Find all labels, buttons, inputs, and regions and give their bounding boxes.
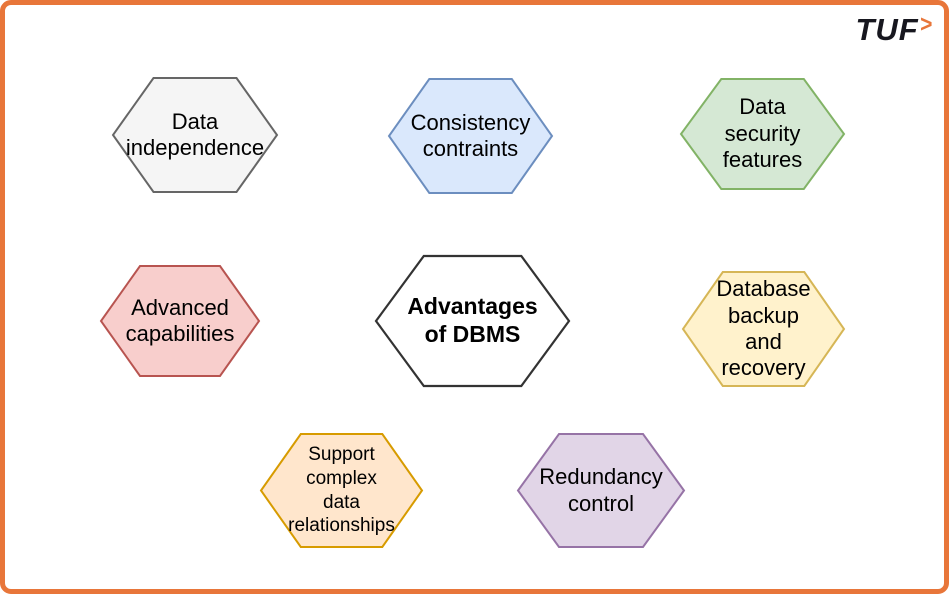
tuf-logo-text: TUF [855,12,919,47]
hexagon-shape [516,433,686,548]
hexagon-label: Data security features [722,94,803,173]
hexagon-label: Database backup and recovery [716,276,811,381]
hexagon-advanced-capabilities: Advanced capabilities [99,265,261,377]
hexagon-redundancy-control: Redundancy control [516,433,686,548]
hexagon-shape [111,77,279,193]
hexagon-consistency-constraints: Consistency contraints [387,78,554,194]
hexagon-support-complex-data-relationships: Support complex data relationships [259,433,424,548]
hexagon-shape [681,271,846,387]
hexagon-shape [387,78,554,194]
hexagon-database-backup-and-recovery: Database backup and recovery [681,271,846,387]
hexagon-shape [679,78,846,190]
hexagon-data-security-features: Data security features [679,78,846,190]
hexagon-label: Consistency contraints [410,109,531,161]
hexagon-shape [374,254,571,388]
hexagon-advantages-of-dbms: Advantages of DBMS [374,254,571,388]
hexagon-label: Advanced capabilities [125,294,235,346]
hexagon-shape [99,265,261,377]
hexagon-data-independence: Data independence [111,77,279,193]
hexagon-label-center-topic: Advantages of DBMS [407,293,538,347]
hexagon-label: Redundancy control [539,464,663,516]
tuf-logo: TUF > [855,11,932,47]
tuf-logo-arrow-icon: > [919,11,932,38]
hexagon-label: Data independence [125,108,265,160]
hexagon-label: Support complex data relationships [288,443,395,537]
hexagon-shape [259,433,424,548]
